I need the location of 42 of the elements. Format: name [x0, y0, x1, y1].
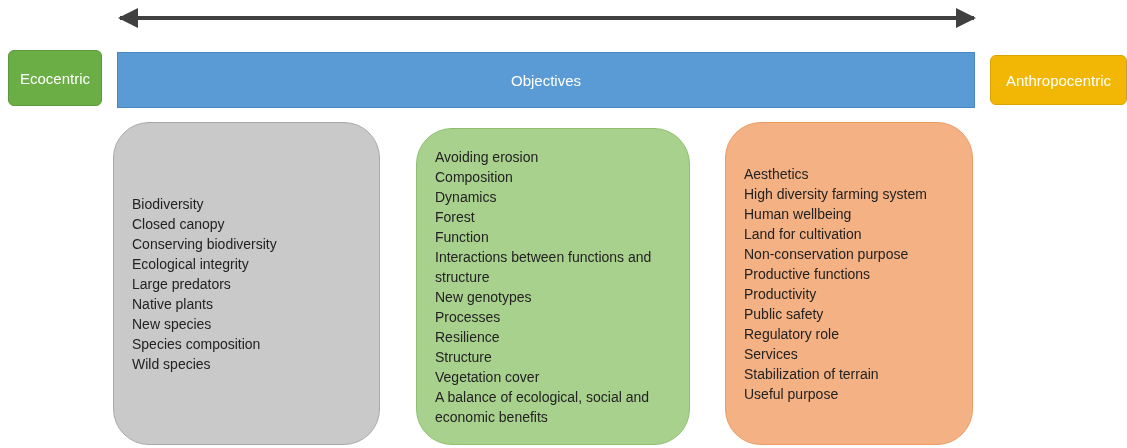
list-item: Stabilization of terrain: [744, 364, 880, 384]
list-item: A balance of ecological, social and economic benefits: [435, 387, 651, 427]
list-item: Non-conservation purpose: [744, 244, 910, 264]
list-item: Composition: [435, 167, 514, 187]
list-item: Structure: [435, 347, 493, 367]
list-item: Avoiding erosion: [435, 147, 540, 167]
list-item: Closed canopy: [132, 214, 226, 234]
category-box: [8, 50, 102, 106]
list-box: [416, 128, 690, 445]
heading: Objectives: [511, 71, 581, 89]
heading: Ecocentric: [20, 69, 90, 87]
list-item: High diversity farming system: [744, 184, 928, 204]
list-item: Public safety: [744, 304, 825, 324]
category-box: [990, 55, 1127, 105]
list-item: Regulatory role: [744, 324, 840, 344]
list-item: New genotypes: [435, 287, 533, 307]
list-item: Forest: [435, 207, 476, 227]
list-item: Vegetation cover: [435, 367, 541, 387]
list-item: Land for cultivation: [744, 224, 863, 244]
list-item: Resilience: [435, 327, 501, 347]
list-item: Productivity: [744, 284, 818, 304]
list-box: [725, 122, 973, 445]
list-item: Conserving biodiversity: [132, 234, 278, 254]
list-box: [113, 122, 380, 445]
list-item: Useful purpose: [744, 384, 840, 404]
header-bar: [117, 52, 975, 108]
list-item: Interactions between functions and structure: [435, 247, 653, 287]
list-item: Aesthetics: [744, 164, 810, 184]
list-item: Large predators: [132, 274, 232, 294]
list-item: Human wellbeing: [744, 204, 853, 224]
list-item: Wild species: [132, 354, 212, 374]
list-item: Biodiversity: [132, 194, 205, 214]
list-item: Productive functions: [744, 264, 872, 284]
list-item: Dynamics: [435, 187, 498, 207]
list-item: New species: [132, 314, 213, 334]
list-item: Species composition: [132, 334, 262, 354]
heading: Anthropocentric: [1005, 71, 1112, 89]
list-item: Ecological integrity: [132, 254, 250, 274]
list-item: Native plants: [132, 294, 214, 314]
list-item: Processes: [435, 307, 502, 327]
list-item: Services: [744, 344, 799, 364]
list-item: Function: [435, 227, 490, 247]
